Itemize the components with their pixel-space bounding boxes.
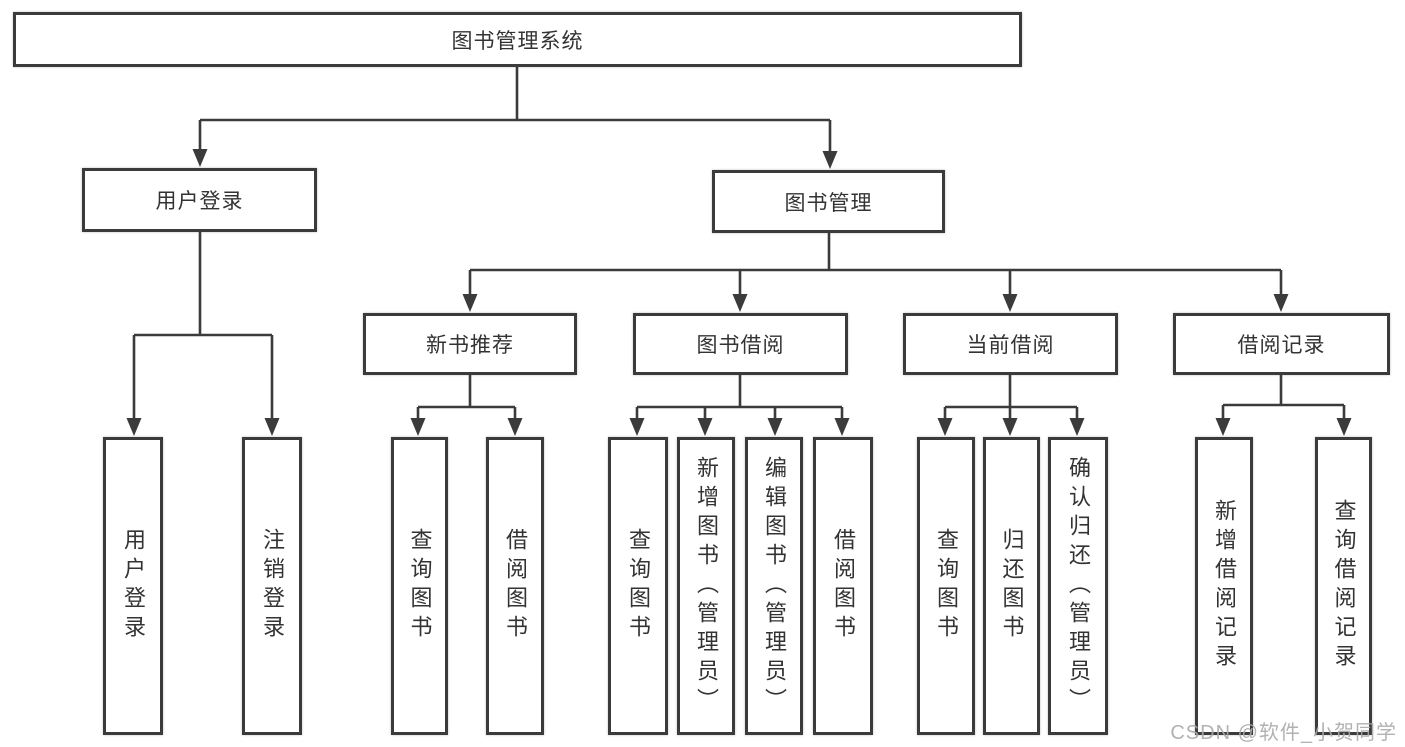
leaf-borrow-edit-admin: 编辑图书（管理员） — [745, 437, 803, 735]
leaf-label: 查询图书 — [934, 528, 959, 644]
leaf-label: 查询图书 — [626, 528, 651, 644]
leaf-logout: 注销登录 — [242, 437, 302, 735]
leaf-newbook-borrow: 借阅图书 — [486, 437, 544, 735]
leaf-label: 注销登录 — [260, 528, 285, 644]
leaf-user-login: 用户登录 — [103, 437, 163, 735]
node-book-borrow: 图书借阅 — [633, 313, 848, 375]
node-current-borrow: 当前借阅 — [903, 313, 1118, 375]
leaf-label: 确认归还（管理员） — [1066, 455, 1091, 717]
leaf-label: 新增借阅记录 — [1212, 499, 1237, 673]
leaf-label: 借阅图书 — [503, 528, 528, 644]
leaf-label: 查询图书 — [407, 528, 433, 644]
leaf-record-add: 新增借阅记录 — [1195, 437, 1253, 735]
leaf-current-return: 归还图书 — [983, 437, 1040, 735]
node-user-login: 用户登录 — [82, 168, 317, 232]
node-root: 图书管理系统 — [13, 12, 1022, 67]
node-book-mgmt: 图书管理 — [712, 170, 945, 233]
leaf-label: 借阅图书 — [831, 528, 856, 644]
leaf-label: 新增图书（管理员） — [694, 455, 719, 717]
leaf-borrow-borrow: 借阅图书 — [813, 437, 873, 735]
leaf-label: 用户登录 — [121, 528, 146, 644]
node-new-book: 新书推荐 — [363, 313, 577, 375]
leaf-current-confirm-admin: 确认归还（管理员） — [1048, 437, 1108, 735]
leaf-borrow-add-admin: 新增图书（管理员） — [677, 437, 735, 735]
node-borrow-record: 借阅记录 — [1173, 313, 1390, 375]
leaf-label: 归还图书 — [999, 528, 1025, 644]
leaf-label: 编辑图书（管理员） — [762, 455, 787, 717]
csdn-watermark: CSDN @软件_小贺同学 — [1170, 722, 1397, 744]
leaf-current-query: 查询图书 — [917, 437, 975, 735]
leaf-record-query: 查询借阅记录 — [1315, 437, 1372, 735]
leaf-borrow-query: 查询图书 — [608, 437, 668, 735]
leaf-label: 查询借阅记录 — [1331, 499, 1357, 673]
leaf-newbook-query: 查询图书 — [391, 437, 448, 735]
